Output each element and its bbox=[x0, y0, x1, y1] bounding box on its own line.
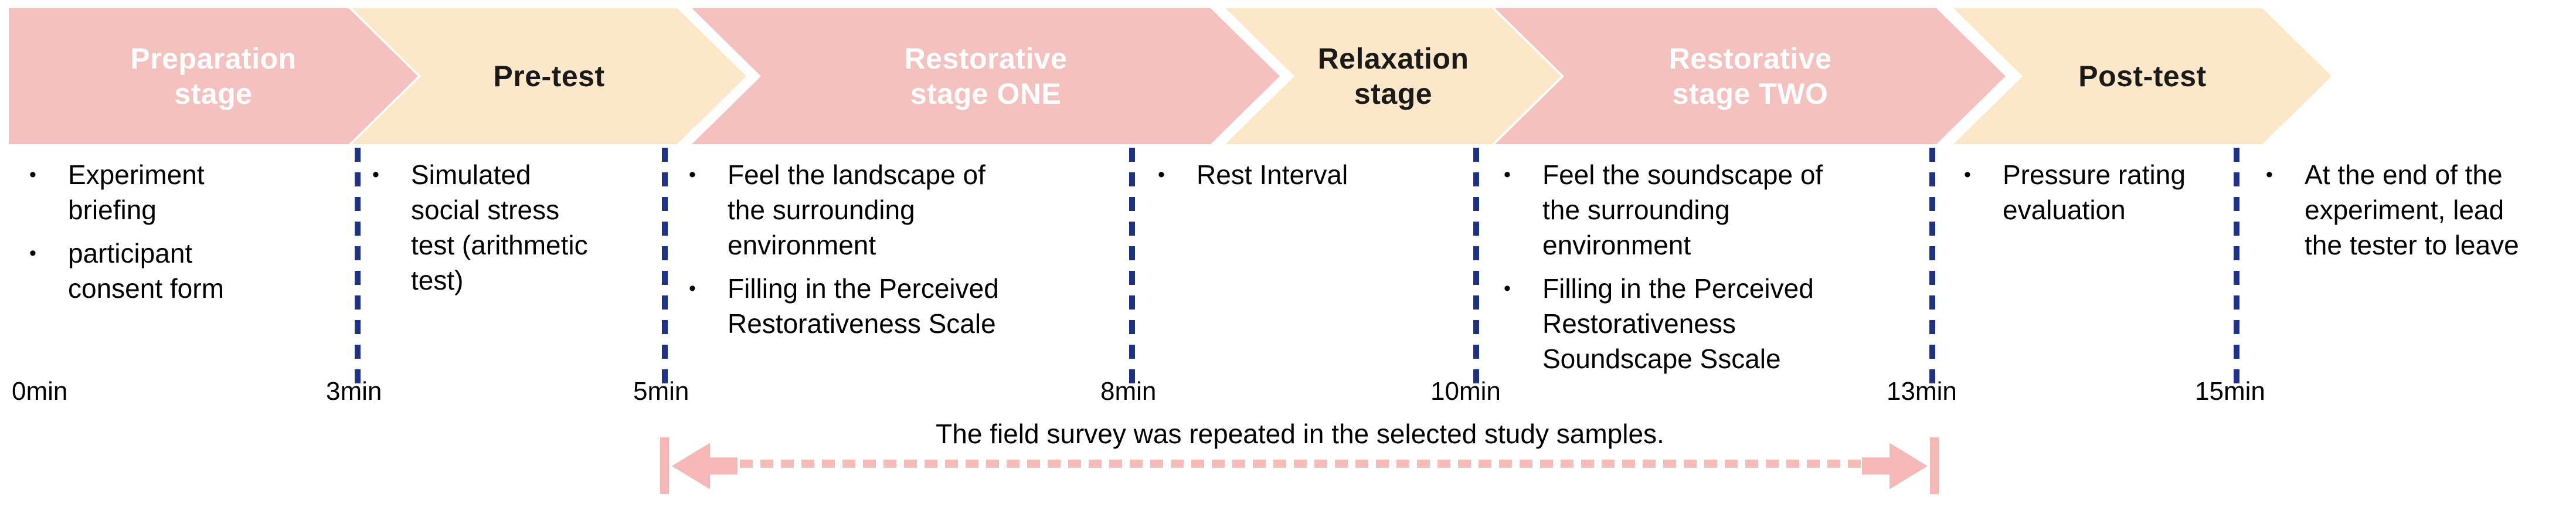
notes-column-restorative-two: •Feel the soundscape of the surrounding … bbox=[1498, 157, 1926, 385]
timeline-label-13min: 13min bbox=[1887, 377, 1957, 406]
list-item: •Rest Interval bbox=[1152, 157, 1457, 192]
stage-title: Relaxation stage bbox=[1317, 42, 1469, 110]
arrow-left-terminator-bar bbox=[660, 437, 669, 494]
stage-title: Pre-test bbox=[493, 60, 605, 93]
list-item: •Pressure rating evaluation bbox=[1958, 157, 2231, 227]
timeline-separator-10min-dashed-line bbox=[1473, 148, 1479, 393]
bullet-icon: • bbox=[1504, 277, 1511, 300]
arrow-right-terminator-bar bbox=[1930, 437, 1939, 494]
stage-title: Preparation stage bbox=[130, 42, 297, 110]
notes-column-relaxation: •Rest Interval bbox=[1152, 157, 1457, 200]
timeline-separator-5min-dashed-line bbox=[662, 148, 668, 393]
stage-title: Restorative stage ONE bbox=[904, 42, 1068, 110]
arrow-dashed-line bbox=[740, 460, 1861, 468]
timeline-label-3min: 3min bbox=[326, 377, 382, 406]
notes-column-pre-test: •Simulated social stress test (arithmeti… bbox=[366, 157, 657, 306]
stage-title: Restorative stage TWO bbox=[1668, 42, 1832, 110]
list-item: •Filling in the Perceived Restorativenes… bbox=[1498, 271, 1926, 376]
stage-chevron-post-test: Post-test bbox=[1953, 8, 2332, 144]
bullet-icon: • bbox=[372, 164, 379, 186]
timeline-separator-15min-dashed-line bbox=[2234, 148, 2239, 393]
notes-column-departure: •At the end of the experiment, lead the … bbox=[2260, 157, 2574, 271]
timeline-label-8min: 8min bbox=[1100, 377, 1157, 406]
bullet-icon: • bbox=[2266, 164, 2273, 186]
bullet-icon: • bbox=[1158, 164, 1165, 186]
stage-title: Post-test bbox=[2078, 60, 2207, 93]
list-item: •At the end of the experiment, lead the … bbox=[2260, 157, 2574, 263]
bullet-icon: • bbox=[689, 277, 696, 300]
list-item: •Simulated social stress test (arithmeti… bbox=[366, 157, 657, 298]
stage-chevron-preparation: Preparation stage bbox=[9, 8, 418, 144]
notes-column-post-test: •Pressure rating evaluation bbox=[1958, 157, 2231, 236]
repeat-annotation-text: The field survey was repeated in the sel… bbox=[936, 419, 1664, 449]
bullet-icon: • bbox=[29, 164, 36, 186]
bullet-icon: • bbox=[1504, 164, 1511, 186]
bullet-icon: • bbox=[29, 242, 36, 264]
bullet-icon: • bbox=[1964, 164, 1971, 186]
timeline-separator-8min-dashed-line bbox=[1129, 148, 1135, 393]
bullet-icon: • bbox=[689, 164, 696, 186]
timeline-separator-13min-dashed-line bbox=[1929, 148, 1935, 393]
timeline-separator-3min-dashed-line bbox=[355, 148, 361, 393]
list-item: •Feel the soundscape of the surrounding … bbox=[1498, 157, 1926, 263]
list-item: •Feel the landscape of the surrounding e… bbox=[683, 157, 1123, 263]
list-item: •participant consent form bbox=[23, 236, 349, 306]
timeline-label-10min: 10min bbox=[1430, 377, 1501, 406]
list-item: •Experiment briefing bbox=[23, 157, 349, 227]
notes-column-restorative-one: •Feel the landscape of the surrounding e… bbox=[683, 157, 1123, 349]
stage-chevron-restorative-one: Restorative stage ONE bbox=[692, 8, 1280, 144]
notes-column-preparation: •Experiment briefing •participant consen… bbox=[23, 157, 349, 314]
timeline-label-0min: 0min bbox=[12, 377, 68, 406]
list-item: •Filling in the Perceived Restorativenes… bbox=[683, 271, 1123, 341]
stage-chevron-restorative-two: Restorative stage TWO bbox=[1495, 8, 2006, 144]
timeline-label-15min: 15min bbox=[2195, 377, 2265, 406]
timeline-label-5min: 5min bbox=[633, 377, 689, 406]
